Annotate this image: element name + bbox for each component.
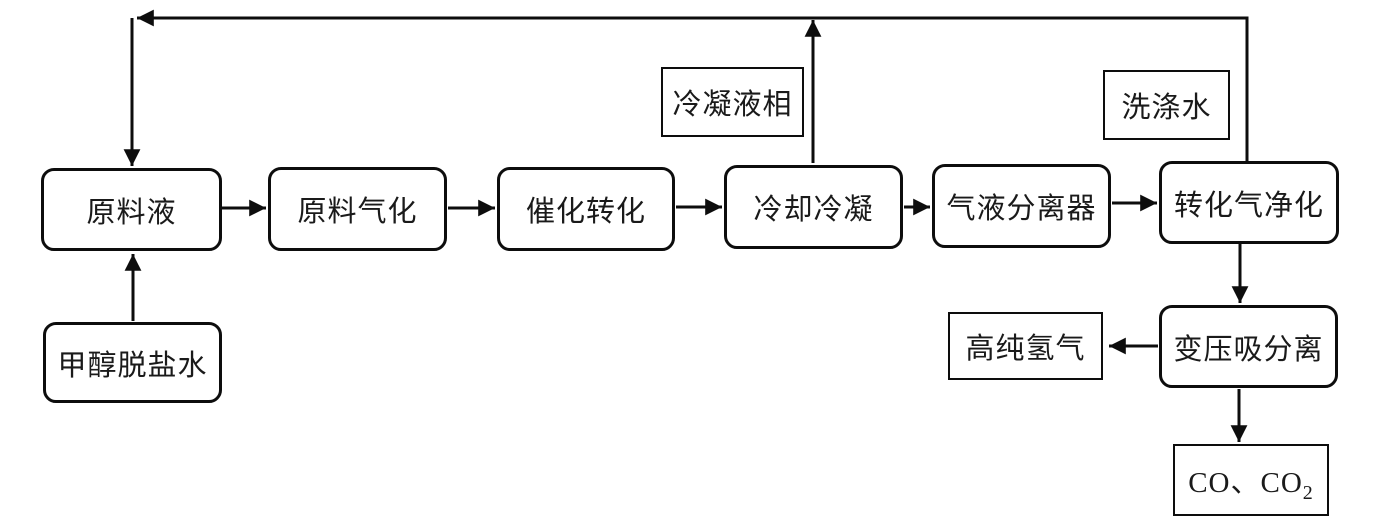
node-catalytic: 催化转化 [497, 167, 675, 251]
node-psa-label: 变压吸分离 [1173, 333, 1324, 366]
node-separator-label: 气液分离器 [946, 193, 1097, 225]
node-hydrogen-label: 高纯氢气 [965, 333, 1086, 365]
node-catalytic-label: 催化转化 [525, 196, 646, 228]
node-methanol-water: 甲醇脱盐水 [43, 322, 222, 403]
node-psa: 变压吸分离 [1159, 305, 1338, 388]
node-wash-water-label-box: 洗涤水 [1103, 70, 1230, 140]
node-gasification: 原料气化 [268, 167, 447, 251]
edge-purification-recycle-line [137, 9, 1249, 161]
node-purification-label: 转化气净化 [1173, 189, 1324, 222]
node-wash-water-label: 洗涤水 [1121, 92, 1212, 124]
node-hydrogen: 高纯氢气 [948, 312, 1103, 380]
node-co-co2: CO、CO2 [1173, 444, 1329, 516]
node-separator: 气液分离器 [932, 164, 1111, 248]
node-purification: 转化气净化 [1159, 161, 1339, 244]
node-condensate-label-box: 冷凝液相 [661, 67, 804, 137]
co2-subscript: 2 [1302, 481, 1314, 504]
node-gasification-label: 原料气化 [297, 196, 418, 228]
node-raw-liquid: 原料液 [41, 168, 222, 251]
node-cooling: 冷却冷凝 [724, 165, 903, 249]
node-raw-liquid-label: 原料液 [86, 196, 177, 229]
node-condensate-label: 冷凝液相 [672, 89, 793, 121]
node-cooling-label: 冷却冷凝 [753, 194, 874, 226]
node-methanol-water-label: 甲醇脱盐水 [57, 349, 208, 382]
node-co-co2-label: CO、CO2 [1188, 467, 1314, 504]
